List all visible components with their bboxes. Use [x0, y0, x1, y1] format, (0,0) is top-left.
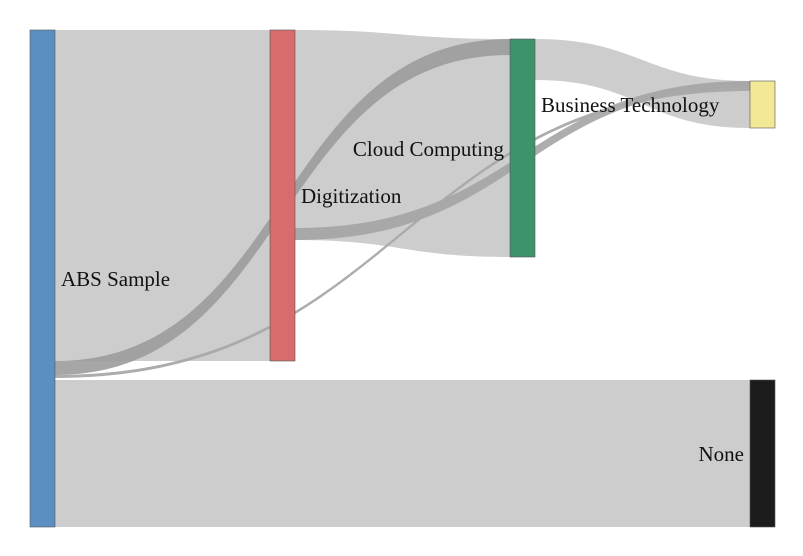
label-business-technology: Business Technology — [541, 93, 720, 117]
link-abs-sample-to-business-technology — [55, 88, 750, 378]
link-cloud-computing-to-business-technology — [535, 39, 750, 128]
label-digitization: Digitization — [301, 184, 402, 208]
nodes — [29, 29, 776, 528]
labels: ABS Sample Digitization Cloud Computing … — [61, 93, 744, 466]
label-none: None — [699, 442, 745, 466]
link-abs-sample-to-digitization — [55, 30, 270, 361]
node-abs-sample[interactable] — [29, 29, 56, 528]
node-digitization[interactable] — [269, 29, 296, 362]
label-cloud-computing: Cloud Computing — [353, 137, 505, 161]
node-business-technology[interactable] — [749, 80, 776, 129]
link-abs-sample-to-none — [55, 380, 750, 527]
label-abs-sample: ABS Sample — [61, 267, 170, 291]
node-none[interactable] — [749, 379, 776, 528]
node-cloud-computing[interactable] — [509, 38, 536, 258]
